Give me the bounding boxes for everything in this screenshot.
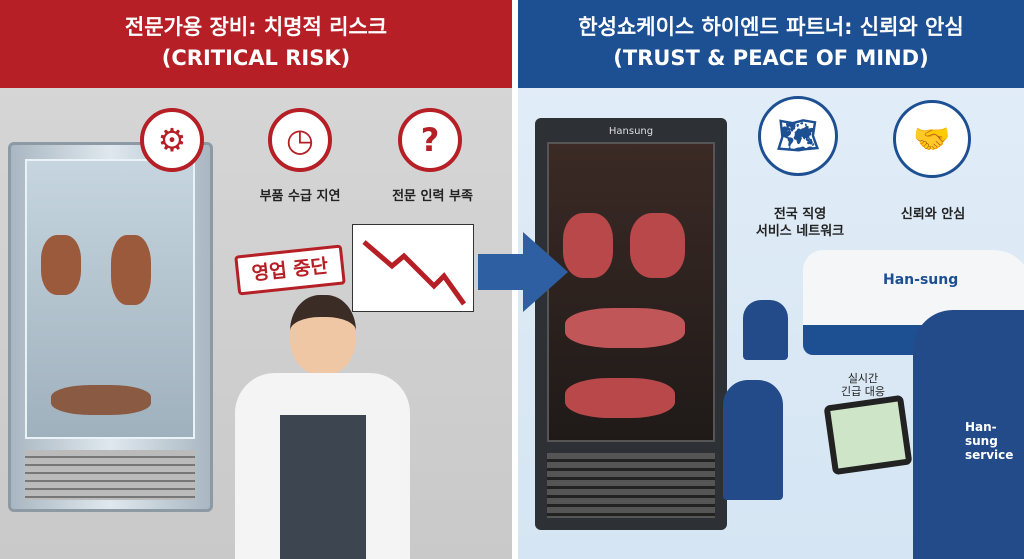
worried-owner <box>235 295 410 559</box>
critical-risk-panel: 전문가용 장비: 치명적 리스크 (CRITICAL RISK) ⚙ ◷ 부품 … <box>0 0 512 559</box>
fridge-vent <box>25 450 195 500</box>
service-network-line1: 전국 직영 <box>773 207 827 222</box>
emergency-caption-line1: 실시간 <box>847 372 879 385</box>
korea-map-network-icon: 🗺 <box>758 96 838 176</box>
fridge-vent <box>547 453 715 518</box>
arrow-icon <box>478 232 568 312</box>
trust-label: 신뢰와 안심 <box>900 207 966 222</box>
spoiled-meat <box>41 235 81 295</box>
emergency-caption: 실시간 긴급 대응 <box>823 372 903 398</box>
frozen-fridge <box>8 142 213 512</box>
gear-warning-icon: ⚙ <box>140 108 204 172</box>
question-icon: ? <box>398 108 462 172</box>
jacket-text: Han-sung service <box>965 420 1024 462</box>
closed-sign: 영업 중단 <box>234 244 346 296</box>
fridge-brand: Hansung <box>608 126 654 137</box>
service-network-line2: 서비스 네트워크 <box>755 224 845 239</box>
emergency-caption-line2: 긴급 대응 <box>841 385 885 398</box>
owner-head <box>290 295 356 375</box>
trust-panel: 한성쇼케이스 하이엔드 파트너: 신뢰와 안심 (TRUST & PEACE O… <box>518 0 1024 559</box>
owner-apron <box>280 415 366 559</box>
van-brand: Han-sung <box>883 272 959 288</box>
technician <box>723 380 783 500</box>
right-title-ko: 한성쇼케이스 하이엔드 파트너: 신뢰와 안심 <box>578 15 964 39</box>
tablet-map <box>823 394 913 476</box>
fresh-meat <box>565 378 675 418</box>
shield-handshake-icon: 🤝 <box>893 100 971 178</box>
jacket-line2: service <box>965 448 1014 462</box>
service-technician: Han-sung service <box>913 310 1024 559</box>
left-title-en: (CRITICAL RISK) <box>161 46 351 70</box>
hansung-fridge: Hansung <box>535 118 727 530</box>
right-title-en: (TRUST & PEACE OF MIND) <box>613 46 929 70</box>
jacket-line1: Han-sung <box>965 420 998 448</box>
spoiled-meat <box>111 235 151 305</box>
fresh-meat <box>630 213 685 278</box>
parts-delay-label: 부품 수급 지연 <box>259 189 341 204</box>
fresh-meat <box>563 213 613 278</box>
clock-icon: ◷ <box>268 108 332 172</box>
fresh-meat <box>565 308 685 348</box>
staff-shortage-label: 전문 인력 부족 <box>392 189 473 204</box>
left-title-ko: 전문가용 장비: 치명적 리스크 <box>124 15 388 39</box>
service-network-label: 전국 직영 서비스 네트워크 <box>730 206 870 240</box>
technician <box>743 300 788 360</box>
spoiled-meat <box>51 385 151 415</box>
right-header: 한성쇼케이스 하이엔드 파트너: 신뢰와 안심 (TRUST & PEACE O… <box>518 0 1024 88</box>
declining-chart-icon <box>352 224 474 312</box>
left-header: 전문가용 장비: 치명적 리스크 (CRITICAL RISK) <box>0 0 512 88</box>
